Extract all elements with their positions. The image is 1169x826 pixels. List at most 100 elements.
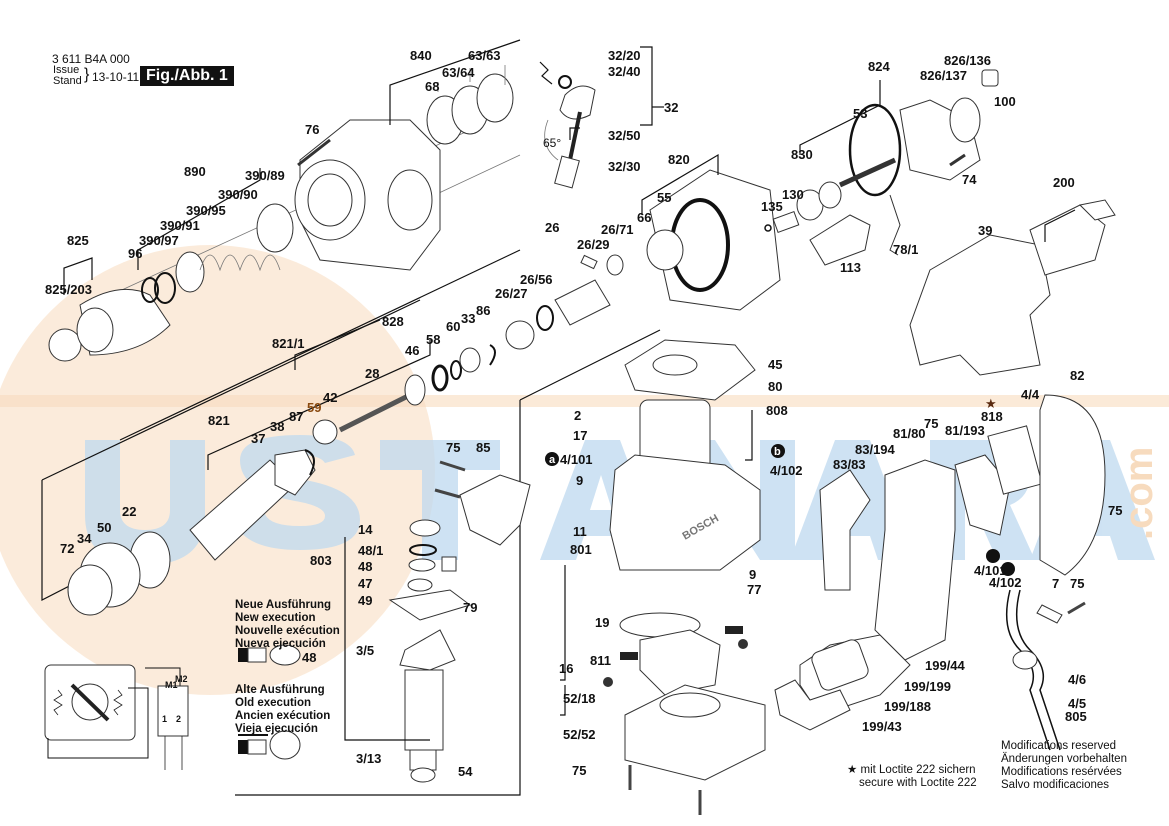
label-390-89: 390/89 [245, 168, 285, 183]
label-49: 49 [358, 593, 372, 608]
label-78-1: 78/1 [893, 242, 918, 257]
label-22: 22 [122, 504, 136, 519]
label-75-a: 75 [446, 440, 460, 455]
bearing-set-803 [388, 519, 472, 621]
label-390-95: 390/95 [186, 203, 226, 218]
callout-labels: 840 63/63 63/64 68 76 890 390/89 390/90 … [45, 48, 1122, 779]
impact-mechanism-26 [505, 254, 624, 350]
label-66: 66 [637, 210, 651, 225]
badge-a [545, 452, 559, 466]
label-26-71: 26/71 [601, 222, 634, 237]
label-390-97: 390/97 [139, 233, 179, 248]
label-811: 811 [590, 653, 611, 668]
label-32-40: 32/40 [608, 64, 641, 79]
label-39: 39 [978, 223, 992, 238]
label-terminal-1: 1 [162, 714, 167, 724]
label-801: 801 [570, 542, 592, 557]
wiring-schematic [44, 664, 189, 770]
label-821-1: 821/1 [272, 336, 305, 351]
drive-parts-830 [764, 181, 871, 266]
old-execution-note: Alte Ausführung Old execution Ancien exé… [235, 684, 331, 735]
label-26-56: 26/56 [520, 272, 553, 287]
label-96: 96 [128, 246, 142, 261]
label-3-5: 3/5 [356, 643, 374, 658]
label-825-203: 825/203 [45, 282, 92, 297]
tool-holder-821 [67, 419, 338, 616]
label-72: 72 [60, 541, 74, 556]
label-76: 76 [305, 122, 319, 137]
label-4-102-b: 4/102 [989, 575, 1022, 590]
label-59: 59 [307, 400, 321, 415]
label-48: 48 [358, 559, 372, 574]
label-75-d: 75 [1108, 503, 1122, 518]
label-840: 840 [410, 48, 432, 63]
label-52-52: 52/52 [563, 727, 596, 742]
figure-label: Fig./Abb. 1 [140, 66, 234, 86]
label-3-13: 3/13 [356, 751, 381, 766]
label-68: 68 [425, 79, 439, 94]
label-48-1: 48/1 [358, 543, 383, 558]
label-803: 803 [310, 553, 332, 568]
execution-icons [238, 644, 301, 760]
label-55: 55 [657, 190, 671, 205]
svg-text:a: a [549, 454, 556, 466]
label-angle: 65° [543, 136, 561, 150]
label-4-102: 4/102 [770, 463, 803, 478]
label-820: 820 [668, 152, 690, 167]
label-87: 87 [289, 409, 303, 424]
label-199-199: 199/199 [904, 679, 951, 694]
label-81-193: 81/193 [945, 423, 985, 438]
label-75-c: 75 [924, 416, 938, 431]
star-icon: ★ [985, 396, 997, 411]
label-16: 16 [559, 661, 573, 676]
label-390-90: 390/90 [218, 187, 258, 202]
label-63-63: 63/63 [468, 48, 501, 63]
watermark-suffix: .com [1117, 447, 1161, 540]
label-26-27: 26/27 [495, 286, 528, 301]
label-32-20: 32/20 [608, 48, 641, 63]
label-805: 805 [1065, 709, 1087, 724]
label-79: 79 [463, 600, 477, 615]
label-63-64: 63/64 [442, 65, 475, 80]
label-11: 11 [573, 524, 587, 539]
badge-b [771, 444, 785, 458]
motor-housing-801: BOSCH [609, 339, 761, 571]
label-52-18: 52/18 [563, 691, 596, 706]
label-9-b: 9 [749, 567, 756, 582]
label-38: 38 [270, 419, 284, 434]
label-37: 37 [251, 431, 265, 446]
label-46: 46 [405, 343, 419, 358]
label-45: 45 [768, 357, 782, 372]
label-32-50: 32/50 [608, 128, 641, 143]
label-19: 19 [595, 615, 609, 630]
label-48-new: 48 [302, 650, 316, 665]
label-4-101: 4/101 [560, 452, 593, 467]
label-83-194: 83/194 [855, 442, 896, 457]
label-825: 825 [67, 233, 89, 248]
label-75-e: 75 [1070, 576, 1084, 591]
label-826-136: 826/136 [944, 53, 991, 68]
label-74: 74 [962, 172, 977, 187]
label-199-188: 199/188 [884, 699, 931, 714]
label-830: 830 [791, 147, 813, 162]
label-58: 58 [426, 332, 440, 347]
issue-date: 13-10-11 [92, 70, 140, 84]
label-826-137: 826/137 [920, 68, 967, 83]
cable-4 [1005, 589, 1086, 751]
label-199-43: 199/43 [862, 719, 902, 734]
label-390-91: 390/91 [160, 218, 200, 233]
label-32: 32 [664, 100, 678, 115]
label-14: 14 [358, 522, 373, 537]
label-75-b: 75 [572, 763, 586, 778]
label-4-5: 4/5 [1068, 696, 1086, 711]
label-54: 54 [458, 764, 473, 779]
label-26-29: 26/29 [577, 237, 610, 252]
label-82: 82 [1070, 368, 1084, 383]
label-113: 113 [840, 260, 861, 275]
label-9-a: 9 [576, 473, 583, 488]
label-199-44: 199/44 [925, 658, 966, 673]
label-28: 28 [365, 366, 379, 381]
intermediate-flange-820 [646, 169, 781, 311]
